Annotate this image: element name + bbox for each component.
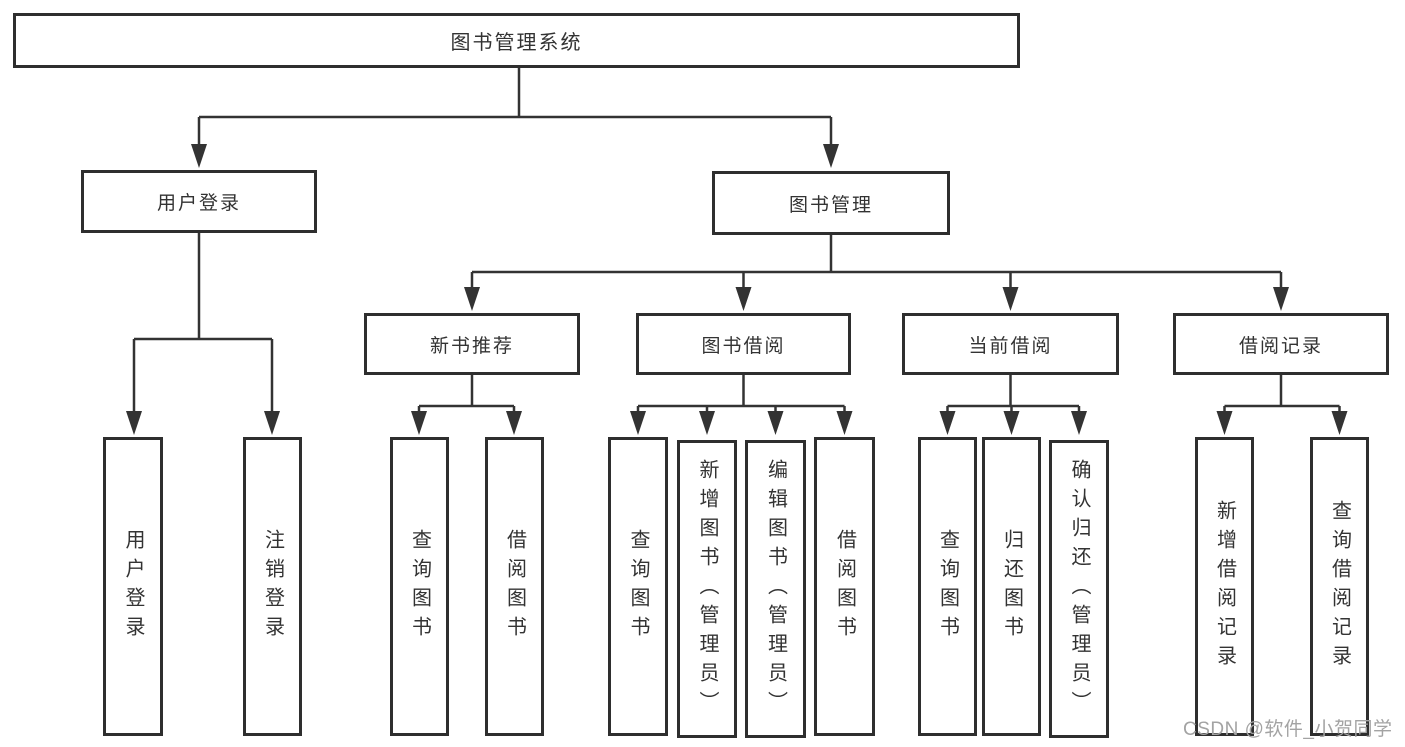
leaf-current-confirm-return-admin: 确认归还（管理员） — [1049, 440, 1109, 738]
node-current-borrow: 当前借阅 — [902, 313, 1119, 375]
arrow-down-icon — [836, 411, 853, 435]
arrow-down-icon — [699, 411, 715, 435]
leaf-borrow-query-books-label: 查询图书 — [627, 528, 649, 645]
node-book-borrow: 图书借阅 — [636, 313, 851, 375]
leaf-current-query-books: 查询图书 — [918, 437, 977, 736]
leaf-current-return-books-label: 归还图书 — [1000, 528, 1023, 645]
node-new-book-recommend: 新书推荐 — [364, 313, 580, 375]
node-user-login-label: 用户登录 — [156, 193, 241, 214]
node-book-management-label: 图书管理 — [788, 194, 873, 216]
arrow-down-icon — [1273, 287, 1289, 311]
leaf-records-query-record-label: 查询借阅记录 — [1328, 499, 1351, 674]
node-library-system: 图书管理系统 — [13, 13, 1020, 68]
arrow-down-icon — [823, 144, 839, 168]
leaf-logout: 注销登录 — [243, 437, 302, 736]
leaf-borrow-borrow-books: 借阅图书 — [814, 437, 875, 736]
leaf-records-add-record: 新增借阅记录 — [1195, 437, 1254, 736]
arrow-down-icon — [1003, 411, 1020, 435]
leaf-current-return-books: 归还图书 — [982, 437, 1041, 736]
leaf-user-login-label: 用户登录 — [122, 528, 144, 645]
leaf-borrow-add-books-admin: 新增图书（管理员） — [677, 440, 737, 738]
arrow-down-icon — [126, 411, 142, 435]
arrow-down-icon — [464, 287, 480, 311]
arrow-down-icon — [630, 411, 646, 435]
arrow-down-icon — [939, 411, 956, 435]
arrow-down-icon — [767, 411, 784, 435]
leaf-current-query-books-label: 查询图书 — [936, 528, 959, 645]
arrow-down-icon — [191, 144, 207, 168]
arrow-down-icon — [264, 411, 280, 435]
leaf-newbook-query-books-label: 查询图书 — [408, 528, 431, 645]
watermark: CSDN @软件_小贺同学 — [1183, 719, 1393, 740]
leaf-borrow-query-books: 查询图书 — [608, 437, 668, 736]
node-new-book-recommend-label: 新书推荐 — [429, 335, 514, 357]
arrow-down-icon — [1071, 411, 1087, 435]
leaf-logout-label: 注销登录 — [261, 528, 284, 645]
node-book-management: 图书管理 — [712, 171, 950, 235]
node-current-borrow-label: 当前借阅 — [968, 335, 1053, 357]
leaf-newbook-borrow-books: 借阅图书 — [485, 437, 544, 736]
leaf-borrow-add-books-admin-label: 新增图书（管理员） — [696, 458, 718, 720]
arrow-down-icon — [1216, 411, 1233, 435]
leaf-records-add-record-label: 新增借阅记录 — [1213, 499, 1236, 674]
node-user-login: 用户登录 — [81, 170, 317, 233]
arrow-down-icon — [1002, 287, 1019, 311]
arrow-down-icon — [1331, 411, 1348, 435]
leaf-borrow-borrow-books-label: 借阅图书 — [833, 528, 856, 645]
arrow-down-icon — [411, 411, 427, 435]
connector-path — [132, 68, 1341, 413]
leaf-newbook-query-books: 查询图书 — [390, 437, 449, 736]
node-library-system-label: 图书管理系统 — [450, 32, 583, 54]
arrow-down-icon — [735, 287, 752, 311]
node-borrow-records-label: 借阅记录 — [1238, 335, 1323, 357]
node-book-borrow-label: 图书借阅 — [701, 335, 786, 357]
leaf-borrow-edit-books-admin-label: 编辑图书（管理员） — [764, 458, 787, 720]
leaf-newbook-borrow-books-label: 借阅图书 — [503, 528, 526, 645]
leaf-current-confirm-return-admin-label: 确认归还（管理员） — [1068, 458, 1090, 720]
leaf-records-query-record: 查询借阅记录 — [1310, 437, 1369, 736]
arrow-down-icon — [506, 411, 522, 435]
leaf-borrow-edit-books-admin: 编辑图书（管理员） — [745, 440, 806, 738]
node-borrow-records: 借阅记录 — [1173, 313, 1389, 375]
leaf-user-login: 用户登录 — [103, 437, 163, 736]
